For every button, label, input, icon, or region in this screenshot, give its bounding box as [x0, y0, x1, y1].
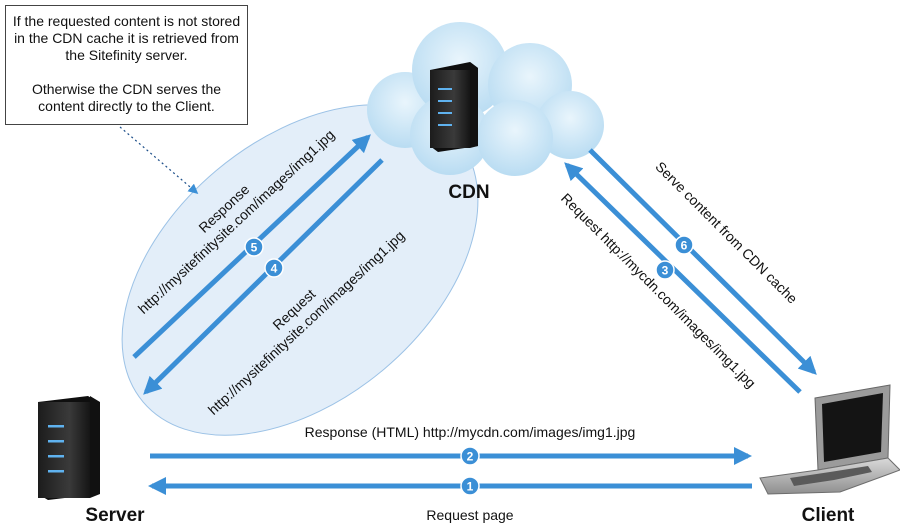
- cdn-server-icon: [430, 62, 478, 152]
- svg-text:5: 5: [251, 241, 258, 255]
- cdn-label: CDN: [448, 182, 489, 203]
- client-label: Client: [802, 505, 855, 526]
- arrow-step-6: [588, 148, 817, 375]
- step-marker-6: 6: [674, 235, 694, 255]
- note-text-1: If the requested content is not stored i…: [12, 13, 241, 63]
- svg-text:6: 6: [681, 239, 688, 253]
- step-marker-1: 1: [460, 476, 480, 496]
- arrow-step-4: [143, 158, 384, 395]
- note-pointer-line: [119, 126, 199, 194]
- arrow-step-3: [564, 162, 802, 394]
- server-label: Server: [85, 505, 145, 526]
- cdn-cache-note: If the requested content is not stored i…: [5, 5, 248, 125]
- step-marker-3: 3: [655, 260, 675, 280]
- svg-text:4: 4: [271, 262, 278, 276]
- step-1-label: Request page: [426, 507, 513, 523]
- note-text-2: Otherwise the CDN serves the content dir…: [31, 81, 222, 114]
- svg-text:3: 3: [662, 264, 669, 278]
- client-laptop-icon: [759, 384, 900, 495]
- step-marker-5: 5: [244, 237, 264, 257]
- step-2-label: Response (HTML) http://mycdn.com/images/…: [305, 424, 636, 440]
- svg-text:1: 1: [467, 480, 474, 494]
- step-marker-2: 2: [460, 446, 480, 466]
- origin-server-icon: [38, 396, 100, 500]
- svg-text:2: 2: [467, 450, 474, 464]
- step-marker-4: 4: [264, 258, 284, 278]
